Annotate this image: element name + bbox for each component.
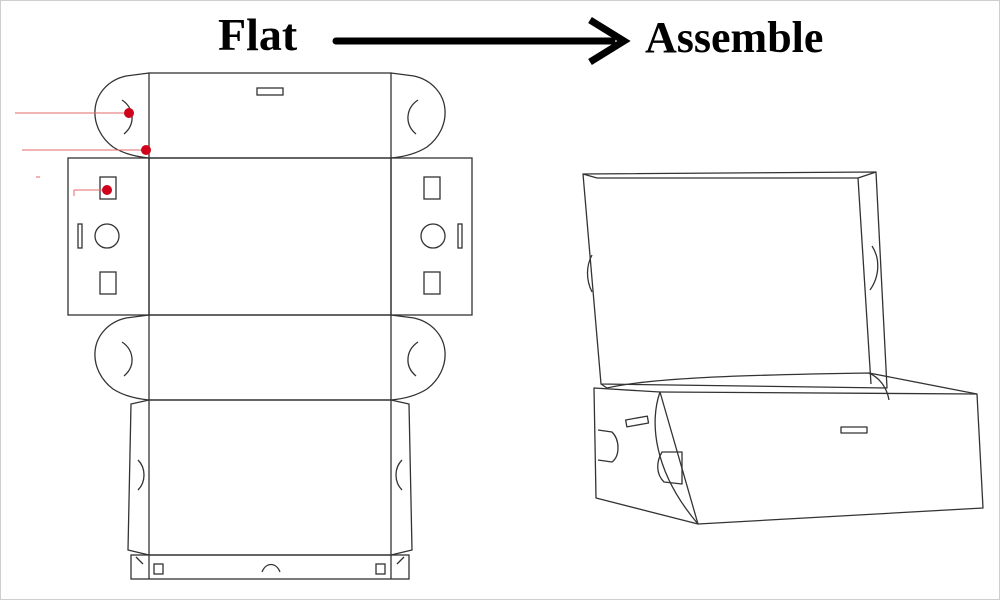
locking-strip — [130, 554, 410, 580]
left-end-handle-1 — [597, 429, 619, 463]
right-square-top — [423, 176, 441, 200]
box-front — [659, 391, 984, 525]
left-side-panel — [67, 157, 150, 316]
middle-right-flap — [390, 314, 446, 401]
middle-left-flap — [94, 314, 150, 401]
lid-panel — [148, 72, 392, 159]
red-dot-marker — [141, 145, 151, 155]
right-arrow-icon — [332, 17, 631, 65]
left-end-handle-2 — [657, 451, 683, 485]
lid-slot — [256, 87, 284, 96]
bottom-left-cut — [137, 459, 145, 491]
box-inner-back — [600, 372, 978, 395]
left-square-bottom — [99, 271, 117, 295]
strip-square-left — [153, 563, 164, 575]
top-right-flap — [390, 72, 446, 159]
bottom-panel — [148, 399, 392, 556]
middle-panel — [148, 314, 392, 401]
lid-left-cut — [586, 254, 593, 293]
lid-inner-edge — [597, 177, 872, 385]
flat-label: Flat — [218, 9, 298, 60]
assemble-label: Assemble — [645, 13, 824, 62]
red-dot-marker — [124, 108, 134, 118]
red-dot-marker — [102, 185, 112, 195]
bottom-right-cut — [395, 459, 403, 491]
assembled-box — [582, 171, 984, 525]
right-square-bottom — [423, 271, 441, 295]
lid-outer — [582, 171, 888, 389]
middle-left-flap-cut — [121, 341, 133, 377]
strip-square-right — [375, 563, 386, 575]
bottom-right-side — [390, 399, 413, 556]
right-side-slot — [457, 223, 463, 249]
left-square-top — [99, 176, 117, 200]
left-end-slot — [624, 415, 650, 428]
lid-right-cut — [869, 245, 879, 291]
left-side-slot — [77, 223, 83, 249]
right-finger-hole — [420, 223, 446, 249]
right-side-panel — [390, 157, 473, 316]
left-finger-hole — [94, 223, 120, 249]
front-slot — [840, 426, 868, 434]
back-panel — [148, 157, 392, 316]
top-left-flap — [94, 72, 150, 159]
flat-dieline — [67, 72, 473, 580]
pointer-leaders — [15, 108, 151, 196]
top-right-flap-cut — [407, 99, 419, 135]
bottom-left-side — [127, 399, 150, 556]
strip-finger-notch — [261, 563, 281, 573]
box-inner-curve — [868, 372, 890, 401]
middle-right-flap-cut — [407, 341, 419, 377]
